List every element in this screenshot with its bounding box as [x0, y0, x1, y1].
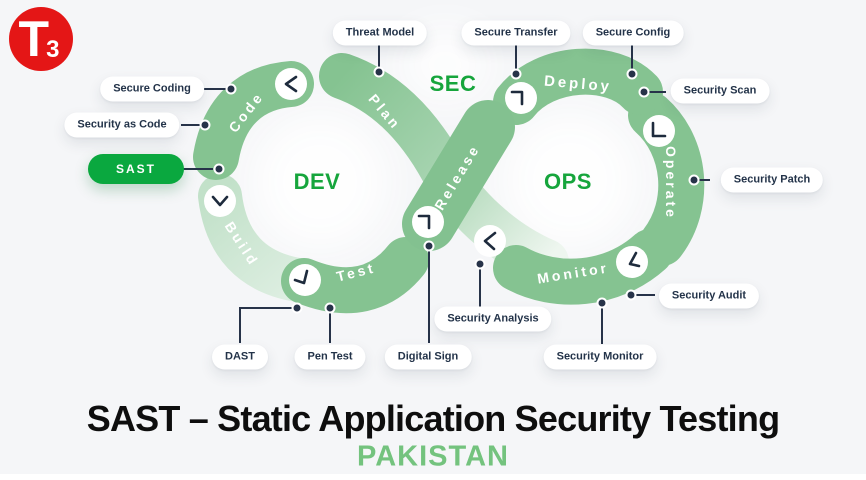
callout-threat-model: Threat Model — [332, 20, 428, 46]
zone-label-sec: SEC — [429, 71, 477, 96]
zone-label-ops: OPS — [544, 169, 592, 194]
dev-loop-glow — [250, 112, 390, 252]
callout-secure-coding: Secure Coding — [100, 76, 204, 102]
zone-label-dev: DEV — [293, 169, 341, 194]
stage-label-operate: Operate — [663, 146, 679, 220]
monitor-clock-icon — [616, 246, 648, 278]
callout-pen-test: Pen Test — [294, 344, 366, 370]
callout-security-monitor: Security Monitor — [543, 344, 657, 370]
callout-security-patch: Security Patch — [720, 167, 824, 193]
crossover-chevron-icon — [474, 225, 506, 257]
callout-security-as-code: Security as Code — [64, 112, 180, 138]
main-title: SAST – Static Application Security Testi… — [86, 398, 780, 439]
release-band — [402, 100, 515, 251]
logo-digit: 3 — [46, 36, 60, 63]
code-chevron-left-icon — [275, 68, 307, 100]
callout-connectors — [179, 45, 710, 344]
t3-logo: T 3 — [9, 7, 73, 71]
build-chevron-down-icon — [204, 185, 236, 217]
logo-letter: T — [18, 11, 50, 67]
callout-security-scan: Security Scan — [670, 78, 770, 104]
deploy-corner-arrow-icon — [505, 82, 537, 114]
callout-secure-config: Secure Config — [582, 20, 684, 46]
stage-icons — [204, 68, 675, 296]
test-clock-icon — [289, 264, 321, 296]
callout-digital-sign: Digital Sign — [384, 344, 472, 370]
callout-dast: DAST — [212, 344, 268, 370]
bottom-white-strip — [0, 474, 866, 480]
callout-security-analysis: Security Analysis — [434, 306, 552, 332]
operate-corner-arrow-icon — [643, 115, 675, 147]
callout-sast-highlight: SAST — [87, 154, 185, 184]
callout-security-audit: Security Audit — [658, 283, 760, 309]
release-corner-arrow-icon — [412, 206, 444, 238]
subtitle: PAKISTAN — [357, 440, 509, 473]
callout-secure-transfer: Secure Transfer — [461, 20, 571, 46]
callout-dots — [199, 66, 700, 314]
